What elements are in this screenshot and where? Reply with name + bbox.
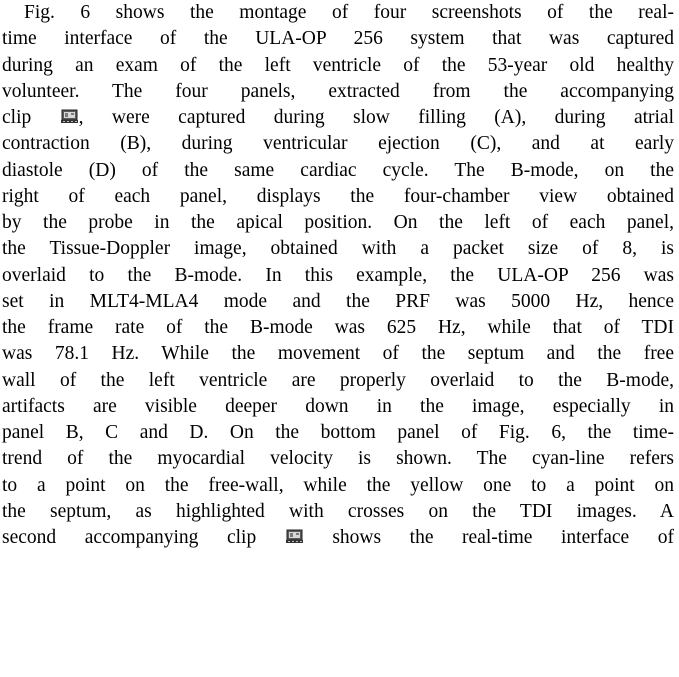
text-line: the frame rate of the B-mode was 625 Hz,… <box>2 317 674 338</box>
text-segment: clip <box>2 107 60 128</box>
film-clip-icon[interactable] <box>60 109 78 124</box>
text-line: Fig. 6 shows the montage of four screens… <box>24 2 674 23</box>
text-line: diastole (D) of the same cardiac cycle. … <box>2 159 674 181</box>
text-line: panel B, C and D. On the bottom panel of… <box>2 422 674 443</box>
text-line: time interface of the ULA-OP 256 system … <box>2 28 674 50</box>
paper-text-column: Fig. 6 shows the montage of four screens… <box>2 0 674 551</box>
text-line: trend of the myocardial velocity is show… <box>2 448 674 470</box>
text-line: contraction (B), during ventricular ejec… <box>2 133 674 155</box>
text-segment: , were captured during slow filling (A),… <box>78 107 674 128</box>
text-line-with-clip-icon: clip , were captured during slow filling… <box>2 105 674 131</box>
film-clip-icon[interactable] <box>285 529 303 544</box>
text-line: artifacts are visible deeper down in the… <box>2 395 674 417</box>
text-line: the Tissue-Doppler image, obtained with … <box>2 238 674 260</box>
text-line: during an exam of the left ventricle of … <box>2 54 674 76</box>
text-line: volunteer. The four panels, extracted fr… <box>2 80 674 102</box>
text-line: the septum, as highlighted with crosses … <box>2 500 674 522</box>
text-line-with-clip-icon: second accompanying clip shows the real-… <box>2 525 674 551</box>
text-line: by the probe in the apical position. On … <box>2 212 674 233</box>
text-line: set in MLT4-MLA4 mode and the PRF was 50… <box>2 290 674 312</box>
text-line: to a point on the free-wall, while the y… <box>2 474 674 496</box>
text-line: wall of the left ventricle are properly … <box>2 369 674 391</box>
text-line: was 78.1 Hz. While the movement of the s… <box>2 343 674 365</box>
text-segment: shows the real-time interface of <box>303 527 674 548</box>
text-segment: second accompanying clip <box>2 527 285 548</box>
text-line: overlaid to the B-mode. In this example,… <box>2 264 674 286</box>
text-line: right of each panel, displays the four-c… <box>2 185 674 207</box>
